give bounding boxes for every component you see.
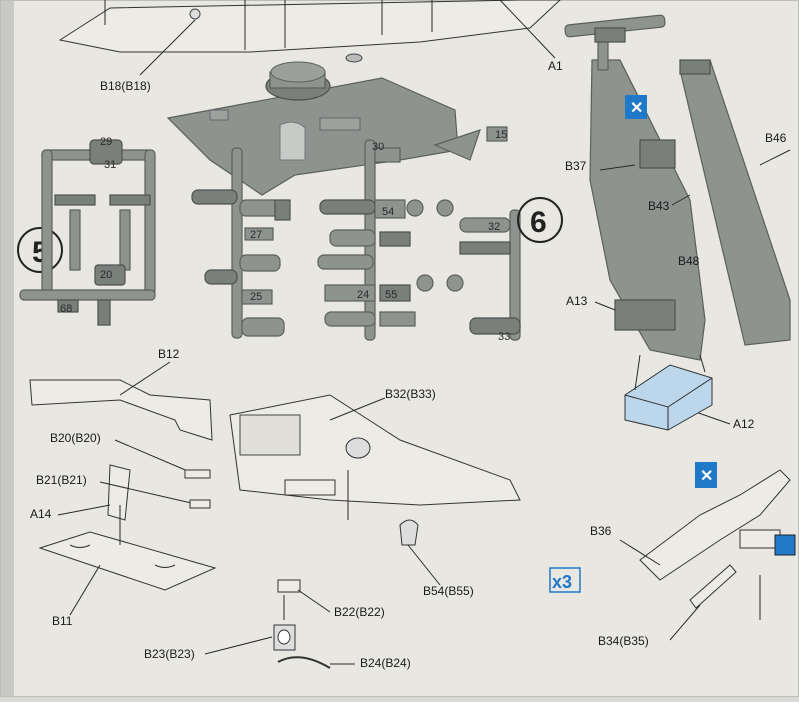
lower-middle-hull-drawing: B32(B33) B54(B55) bbox=[229, 387, 521, 598]
sprue-number-25: 25 bbox=[250, 291, 262, 303]
label-b11: B11 bbox=[52, 614, 73, 628]
label-b23: B23(B23) bbox=[144, 647, 195, 661]
label-b48: B48 bbox=[678, 254, 700, 268]
lower-small-parts-drawing: B22(B22) B23(B23) B24(B24) bbox=[144, 579, 411, 670]
label-b54: B54(B55) bbox=[423, 584, 474, 598]
machine-gun-drawing: B36 B34(B35) bbox=[590, 469, 796, 648]
label-b36: B36 bbox=[590, 524, 612, 538]
sprue-number-30: 30 bbox=[372, 141, 384, 153]
label-b12: B12 bbox=[158, 347, 180, 361]
label-b37: B37 bbox=[565, 159, 587, 173]
sprue-left: 29 31 20 68 bbox=[19, 136, 156, 326]
label-b20: B20(B20) bbox=[50, 431, 101, 445]
sprue-middle: 27 25 bbox=[191, 147, 291, 339]
sprue-number-20: 20 bbox=[100, 269, 112, 281]
label-b24: B24(B24) bbox=[360, 656, 411, 670]
sprue-number-33: 33 bbox=[498, 331, 510, 343]
sprue-number-29: 29 bbox=[100, 136, 112, 148]
sprue-number-68: 68 bbox=[60, 303, 72, 315]
sprue-number-15: 15 bbox=[495, 129, 507, 141]
sprue-number-55: 55 bbox=[385, 289, 397, 301]
right-labels: B37 B43 B48 B46 A13 A12 bbox=[565, 131, 791, 431]
a12-tray-drawing bbox=[624, 354, 713, 431]
label-a12: A12 bbox=[733, 417, 755, 431]
label-b46: B46 bbox=[765, 131, 787, 145]
label-a1: A1 bbox=[548, 59, 563, 73]
step-6-marker: 6 bbox=[517, 197, 563, 243]
sprue-number-32: 32 bbox=[488, 221, 500, 233]
sprue-right-middle: 30 54 32 24 55 33 bbox=[317, 139, 521, 343]
no-glue-icon bbox=[625, 95, 647, 119]
label-b43: B43 bbox=[648, 199, 670, 213]
label-b21: B21(B21) bbox=[36, 473, 87, 487]
sprue-number-27: 27 bbox=[250, 229, 262, 241]
lower-left-assembly-drawing: B12 B20(B20) B21(B21) A14 B11 bbox=[29, 347, 217, 628]
blue-instruction-icons: ✕ ✕ bbox=[625, 95, 717, 488]
label-b34: B34(B35) bbox=[598, 634, 649, 648]
sprue-number-31: 31 bbox=[104, 159, 116, 171]
sprue-number-54: 54 bbox=[382, 206, 394, 218]
quantity-x3: x3 bbox=[552, 572, 572, 592]
label-a13: A13 bbox=[566, 294, 588, 308]
label-b18: B18(B18) bbox=[100, 79, 151, 93]
top-labels: B18(B18) A1 bbox=[100, 59, 563, 93]
label-b22: B22(B22) bbox=[334, 605, 385, 619]
label-b32: B32(B33) bbox=[385, 387, 436, 401]
hull-deck-drawing bbox=[58, 0, 561, 76]
hull-side-part bbox=[564, 14, 791, 361]
quantity-x3-marker: x3 bbox=[549, 567, 581, 593]
svg-text:✕: ✕ bbox=[700, 468, 713, 485]
label-a14: A14 bbox=[30, 507, 52, 521]
sprue-number-24: 24 bbox=[357, 289, 369, 301]
no-glue-icon-2 bbox=[695, 462, 717, 488]
svg-text:✕: ✕ bbox=[630, 100, 643, 117]
step-6-number: 6 bbox=[530, 206, 547, 239]
